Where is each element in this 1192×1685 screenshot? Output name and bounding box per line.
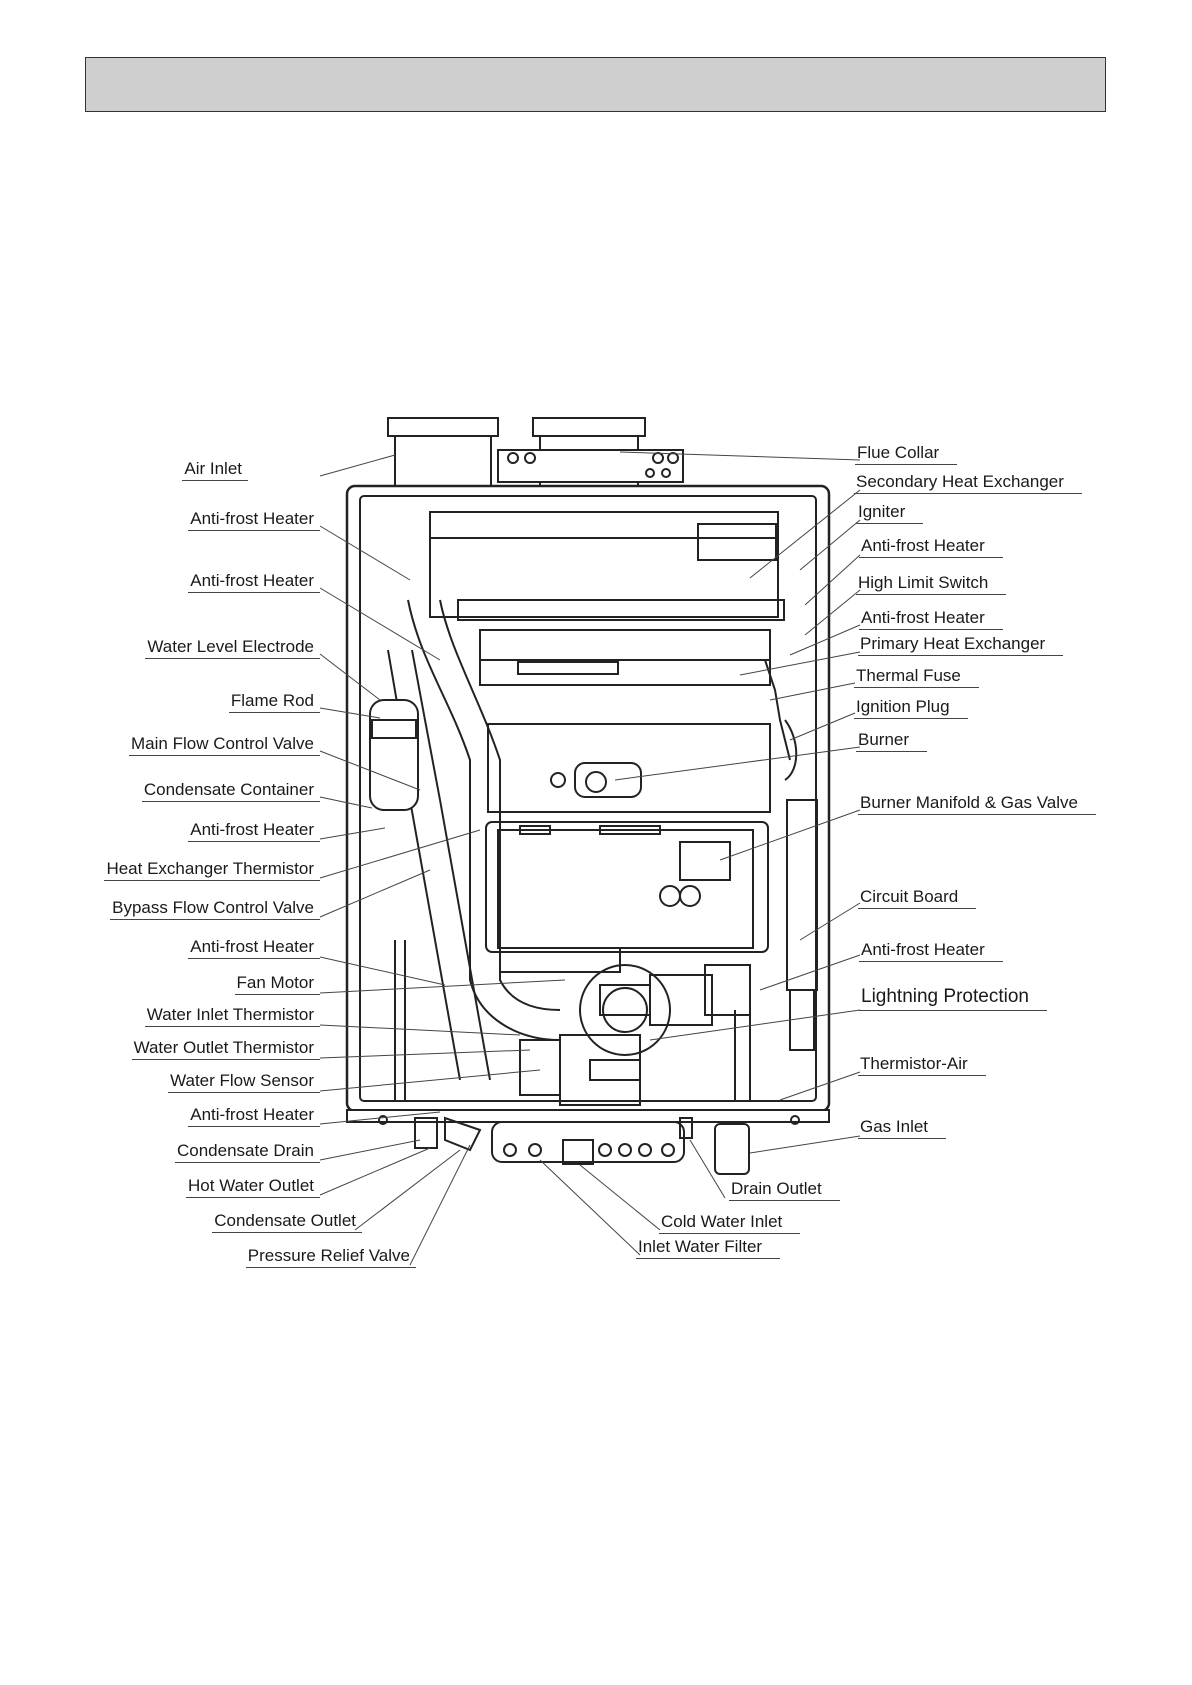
left-label-underline-11 xyxy=(188,958,320,959)
right-label-19: Inlet Water Filter xyxy=(638,1237,763,1256)
right-label-underline-1 xyxy=(855,464,958,465)
left-label-17: Condensate Drain xyxy=(176,1141,314,1160)
left-label-underline-3 xyxy=(188,592,320,593)
left-label-15: Water Flow Sensor xyxy=(170,1071,314,1090)
right-label-underline-16 xyxy=(858,1138,947,1139)
left-label-underline-15 xyxy=(168,1092,320,1093)
left-label-underline-2 xyxy=(188,530,320,531)
left-label-underline-10 xyxy=(110,919,320,920)
left-label-underline-19 xyxy=(212,1232,362,1233)
right-label-13: Anti-frost Heater xyxy=(861,940,985,959)
right-label-underline-11 xyxy=(858,814,1096,815)
left-label-9: Heat Exchanger Thermistor xyxy=(106,859,314,878)
right-label-underline-17 xyxy=(729,1200,840,1201)
left-label-underline-8 xyxy=(188,841,320,842)
right-label-2: Secondary Heat Exchanger xyxy=(856,472,1064,491)
left-label-underline-16 xyxy=(188,1126,320,1127)
right-label-underline-13 xyxy=(859,961,1003,962)
right-label-17: Drain Outlet xyxy=(731,1179,822,1198)
right-label-underline-6 xyxy=(859,629,1003,630)
left-label-7: Condensate Container xyxy=(143,780,314,799)
left-label-12: Fan Motor xyxy=(236,973,314,992)
right-label-9: Ignition Plug xyxy=(856,697,950,716)
right-label-15: Thermistor-Air xyxy=(860,1054,968,1073)
right-label-6: Anti-frost Heater xyxy=(861,608,985,627)
left-label-underline-14 xyxy=(131,1059,320,1060)
left-label-underline-5 xyxy=(228,712,320,713)
right-label-7: Primary Heat Exchanger xyxy=(860,634,1046,653)
right-label-5: High Limit Switch xyxy=(858,573,989,592)
left-label-13: Water Inlet Thermistor xyxy=(146,1005,314,1024)
right-label-underline-7 xyxy=(858,655,1064,656)
right-label-underline-10 xyxy=(856,751,928,752)
left-label-underline-13 xyxy=(144,1026,320,1027)
left-label-20: Pressure Relief Valve xyxy=(247,1246,410,1265)
left-label-8: Anti-frost Heater xyxy=(190,820,314,839)
left-label-underline-18 xyxy=(186,1197,320,1198)
right-label-underline-15 xyxy=(858,1075,986,1076)
right-label-4: Anti-frost Heater xyxy=(861,536,985,555)
water-heater-unit xyxy=(345,417,831,1175)
left-label-underline-12 xyxy=(234,994,320,995)
left-label-5: Flame Rod xyxy=(230,691,314,710)
left-label-underline-17 xyxy=(174,1162,320,1163)
right-label-3: Igniter xyxy=(858,502,906,521)
left-label-3: Anti-frost Heater xyxy=(190,571,314,590)
right-label-12: Circuit Board xyxy=(860,887,959,906)
right-label-16: Gas Inlet xyxy=(860,1117,929,1136)
right-label-1: Flue Collar xyxy=(857,443,940,462)
right-label-underline-9 xyxy=(854,718,968,719)
right-label-14: Lightning Protection xyxy=(861,986,1029,1007)
left-label-1: Air Inlet xyxy=(184,459,242,478)
left-label-underline-4 xyxy=(145,658,320,659)
right-label-underline-8 xyxy=(854,687,979,688)
left-label-6: Main Flow Control Valve xyxy=(131,734,314,753)
right-label-18: Cold Water Inlet xyxy=(661,1212,783,1231)
left-label-underline-6 xyxy=(129,755,320,756)
header-bar xyxy=(85,57,1106,112)
left-label-underline-20 xyxy=(245,1267,416,1268)
left-label-underline-7 xyxy=(141,801,320,802)
left-label-underline-1 xyxy=(182,480,248,481)
left-label-11: Anti-frost Heater xyxy=(190,937,314,956)
right-label-underline-12 xyxy=(858,908,977,909)
left-label-18: Hot Water Outlet xyxy=(188,1176,314,1195)
right-label-underline-2 xyxy=(854,493,1082,494)
right-label-underline-14 xyxy=(859,1010,1047,1011)
right-label-10: Burner xyxy=(858,730,910,749)
left-label-16: Anti-frost Heater xyxy=(190,1105,314,1124)
left-label-14: Water Outlet Thermistor xyxy=(133,1038,314,1057)
label-leader-lines xyxy=(319,451,861,1266)
right-label-8: Thermal Fuse xyxy=(856,666,961,685)
right-label-underline-4 xyxy=(859,557,1003,558)
right-label-underline-5 xyxy=(856,594,1007,595)
left-label-4: Water Level Electrode xyxy=(147,637,314,656)
left-label-10: Bypass Flow Control Valve xyxy=(112,898,314,917)
right-label-underline-18 xyxy=(659,1233,801,1234)
right-label-11: Burner Manifold & Gas Valve xyxy=(860,793,1078,812)
right-label-underline-3 xyxy=(856,523,924,524)
left-label-2: Anti-frost Heater xyxy=(190,509,314,528)
right-label-underline-19 xyxy=(636,1258,781,1259)
left-label-underline-9 xyxy=(104,880,320,881)
left-label-19: Condensate Outlet xyxy=(214,1211,356,1230)
